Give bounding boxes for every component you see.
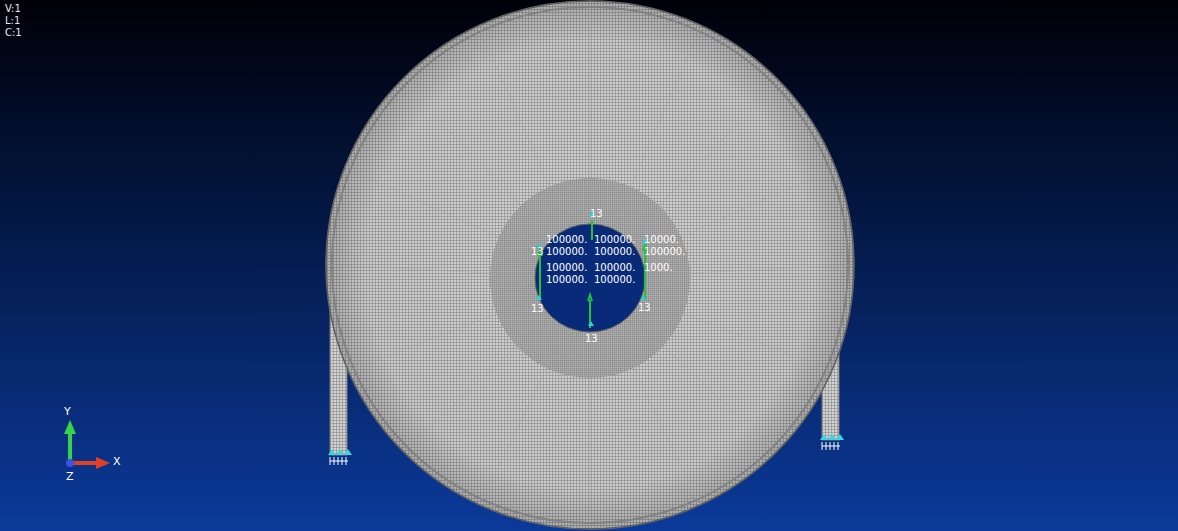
constraint-id: 13 — [531, 303, 544, 314]
load-value: 100000. — [546, 262, 587, 273]
load-value: 100000. — [644, 246, 685, 257]
layer-index: L:1 — [5, 16, 20, 26]
mesh-radial-lines — [330, 8, 852, 522]
load-value: 100000. — [594, 274, 635, 285]
load-arrows — [538, 220, 647, 328]
constraint-markers — [536, 211, 648, 326]
axis-label: Y — [64, 406, 71, 417]
constraint-id: 13 — [638, 302, 651, 313]
refined-annulus — [490, 178, 690, 378]
case-index: C:1 — [5, 28, 22, 38]
disc-shading — [326, 1, 854, 529]
fixed-support-symbols — [328, 434, 844, 465]
load-value: 100000. — [594, 262, 635, 273]
axis-label: Z — [66, 471, 74, 482]
constraint-id: 13 — [585, 333, 598, 344]
load-value: 100000. — [546, 246, 587, 257]
mesh-disc — [326, 1, 854, 529]
constraint-id: 13 — [590, 208, 603, 219]
load-value: 1000. — [644, 262, 673, 273]
load-value: 100000. — [546, 234, 587, 245]
constraint-id: 13 — [531, 246, 544, 257]
load-value: 10000. — [644, 234, 679, 245]
load-value: 100000. — [594, 246, 635, 257]
view-index: V:1 — [5, 4, 21, 14]
axis-label: X — [113, 456, 121, 467]
load-value: 100000. — [546, 274, 587, 285]
load-value: 100000. — [594, 234, 635, 245]
axis-triad — [64, 420, 110, 469]
